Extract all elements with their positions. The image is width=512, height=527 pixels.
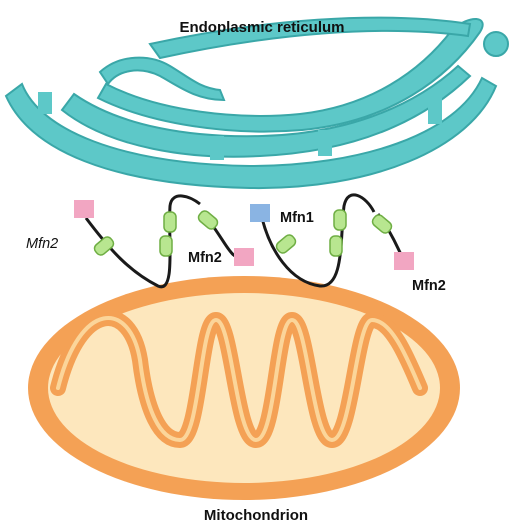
helix-6: [333, 209, 347, 231]
er-inner-tubule: [96, 18, 484, 133]
mfn2-right-label: Mfn2: [412, 278, 446, 294]
helix-5: [275, 234, 297, 254]
er-outer-tubule: [4, 76, 498, 190]
er-connector-1: [38, 92, 52, 114]
helix-1: [93, 236, 115, 256]
mito-cristae-inner: [56, 316, 422, 443]
mfn2-mid-label: Mfn2: [188, 250, 222, 266]
mfn1-box: [250, 204, 270, 222]
mfn1-label: Mfn1: [280, 210, 314, 226]
er-label: Endoplasmic reticulum: [179, 19, 344, 36]
er-connector-2: [210, 136, 224, 160]
mfn2-box-right: [394, 252, 414, 270]
mfn-boxes: [74, 200, 414, 270]
helix-7: [329, 235, 343, 257]
er-upper-arm: [98, 56, 226, 102]
er-tip-bulb: [483, 31, 509, 57]
er-top-arc: [148, 16, 472, 60]
mfn2-left-label: Mfn2: [26, 236, 58, 252]
helices: [93, 209, 393, 257]
mfn2-box-left: [74, 200, 94, 218]
er-connector-3: [318, 130, 332, 156]
helix-3: [159, 235, 173, 257]
mfn2-box-mid: [234, 248, 254, 266]
mito-label: Mitochondrion: [204, 507, 308, 524]
helix-4: [197, 210, 219, 230]
tether-mid: [260, 193, 376, 288]
er-connector-4: [428, 96, 442, 124]
endoplasmic-reticulum: [4, 16, 509, 190]
tether-left: [84, 194, 201, 289]
mitochondrion: [28, 276, 460, 500]
er-middle-tubule: [60, 64, 472, 158]
helix-2: [163, 211, 177, 233]
tethers: [84, 193, 404, 289]
helix-8: [371, 214, 393, 234]
